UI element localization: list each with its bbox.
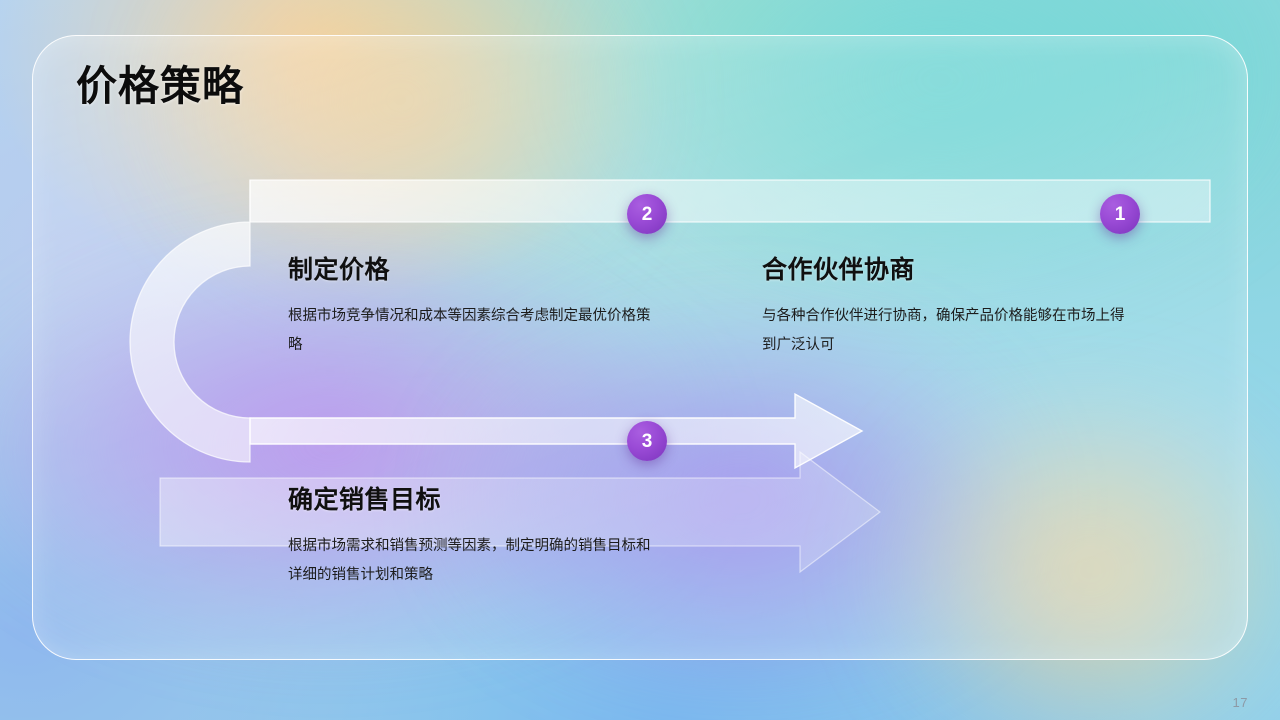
step-title-1: 合作伙伴协商 (762, 256, 916, 284)
step-description-2: 根据市场竞争情况和成本等因素综合考虑制定最优价格策略 (288, 308, 651, 353)
step-badge-1[interactable]: 1 (1100, 194, 1140, 234)
step-description-1: 与各种合作伙伴进行协商，确保产品价格能够在市场上得到广泛认可 (762, 308, 1125, 353)
page-number: 17 (1232, 695, 1248, 710)
step-badge-2[interactable]: 2 (627, 194, 667, 234)
step-block-2: 制定价格 根据市场竞争情况和成本等因素综合考虑制定最优价格策略 (288, 250, 688, 360)
step-block-3: 确定销售目标 根据市场需求和销售预测等因素，制定明确的销售目标和详细的销售计划和… (288, 480, 688, 590)
page-title: 价格策略 (76, 63, 244, 109)
step-title-3: 确定销售目标 (288, 486, 442, 514)
step-title-2: 制定价格 (288, 256, 391, 284)
step-badge-3[interactable]: 3 (627, 421, 667, 461)
step-description-3: 根据市场需求和销售预测等因素，制定明确的销售目标和详细的销售计划和策略 (288, 538, 651, 583)
step-block-1: 合作伙伴协商 与各种合作伙伴进行协商，确保产品价格能够在市场上得到广泛认可 (762, 250, 1162, 360)
background-blob-peach-bottom (870, 380, 1280, 720)
